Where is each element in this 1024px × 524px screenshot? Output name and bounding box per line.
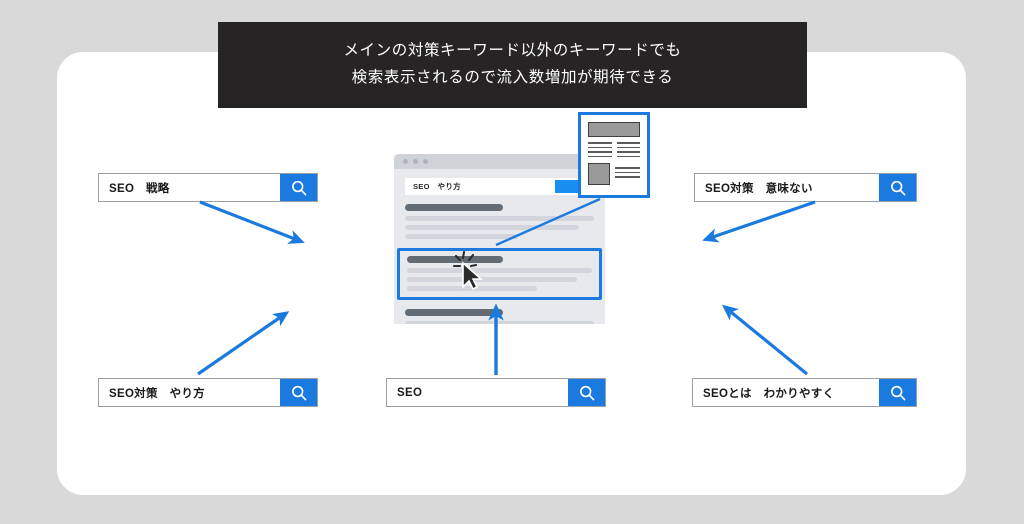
result-line-placeholder xyxy=(407,277,578,282)
search-box-seo-taisaku-yarikata[interactable]: SEO対策 やり方 xyxy=(98,378,318,407)
result-line-placeholder xyxy=(407,268,592,273)
search-box-query: SEO xyxy=(397,386,423,399)
article-text-line xyxy=(588,142,612,144)
result-line-placeholder xyxy=(405,234,519,239)
browser-search-bar[interactable]: SEO やり方 xyxy=(405,178,594,195)
search-result-item-highlighted[interactable] xyxy=(397,248,602,300)
search-icon xyxy=(890,385,905,400)
search-button[interactable] xyxy=(568,379,605,406)
article-text-column xyxy=(616,142,640,160)
browser-title-bar xyxy=(394,154,605,169)
window-dot-maximize-icon xyxy=(423,159,428,164)
search-box-query: SEOとは わかりやすく xyxy=(703,387,835,400)
search-result-item[interactable] xyxy=(405,204,594,239)
article-text-line xyxy=(616,146,640,148)
search-button[interactable] xyxy=(280,379,317,406)
search-icon xyxy=(579,385,594,400)
article-text-line xyxy=(588,155,612,157)
result-title-placeholder xyxy=(407,256,504,263)
article-text-columns xyxy=(588,142,640,160)
search-button[interactable] xyxy=(879,379,916,406)
browser-search-query: SEO やり方 xyxy=(413,182,461,191)
article-page-icon xyxy=(578,112,650,198)
search-box-query: SEO対策 やり方 xyxy=(109,387,205,400)
result-title-placeholder xyxy=(405,204,504,211)
article-bottom-section xyxy=(588,163,640,185)
search-button[interactable] xyxy=(280,174,317,201)
result-title-placeholder xyxy=(405,309,504,316)
article-text-column xyxy=(588,142,612,160)
banner-line-1: メインの対策キーワード以外のキーワードでも xyxy=(343,42,682,60)
result-line-placeholder xyxy=(405,321,594,324)
search-box-seo-towa-wakariyasuku[interactable]: SEOとは わかりやすく xyxy=(692,378,917,407)
search-box-query: SEO対策 意味ない xyxy=(705,182,813,195)
article-page-icon-body xyxy=(581,115,647,195)
search-box-query: SEO 戦略 xyxy=(109,182,170,195)
article-text-line xyxy=(615,171,640,173)
result-line-placeholder xyxy=(405,216,594,221)
article-text-line xyxy=(616,151,640,153)
article-text-line xyxy=(616,155,640,157)
window-dot-minimize-icon xyxy=(413,159,418,164)
result-line-placeholder xyxy=(407,286,537,291)
article-text-line xyxy=(615,176,640,178)
browser-window-mockup: SEO やり方 xyxy=(394,154,605,324)
window-dot-close-icon xyxy=(403,159,408,164)
article-text-line xyxy=(588,151,612,153)
search-icon xyxy=(291,180,306,195)
article-header-block xyxy=(588,122,640,137)
search-box-seo-senryaku[interactable]: SEO 戦略 xyxy=(98,173,318,202)
search-box-seo[interactable]: SEO xyxy=(386,378,606,407)
banner-line-2: 検索表示されるので流入数増加が期待できる xyxy=(351,69,674,86)
article-text-line xyxy=(615,167,640,169)
search-icon xyxy=(291,385,306,400)
search-box-seo-taisaku-imi-nai[interactable]: SEO対策 意味ない xyxy=(694,173,917,202)
article-text-column xyxy=(615,163,640,185)
article-text-line xyxy=(588,146,612,148)
search-button[interactable] xyxy=(879,174,916,201)
browser-content: SEO やり方 xyxy=(394,169,605,324)
article-text-line xyxy=(616,142,640,144)
search-result-item[interactable] xyxy=(405,309,594,324)
result-line-placeholder xyxy=(405,225,579,230)
banner-callout: メインの対策キーワード以外のキーワードでも 検索表示されるので流入数増加が期待で… xyxy=(218,22,807,108)
article-image-block xyxy=(588,163,610,185)
search-icon xyxy=(890,180,905,195)
